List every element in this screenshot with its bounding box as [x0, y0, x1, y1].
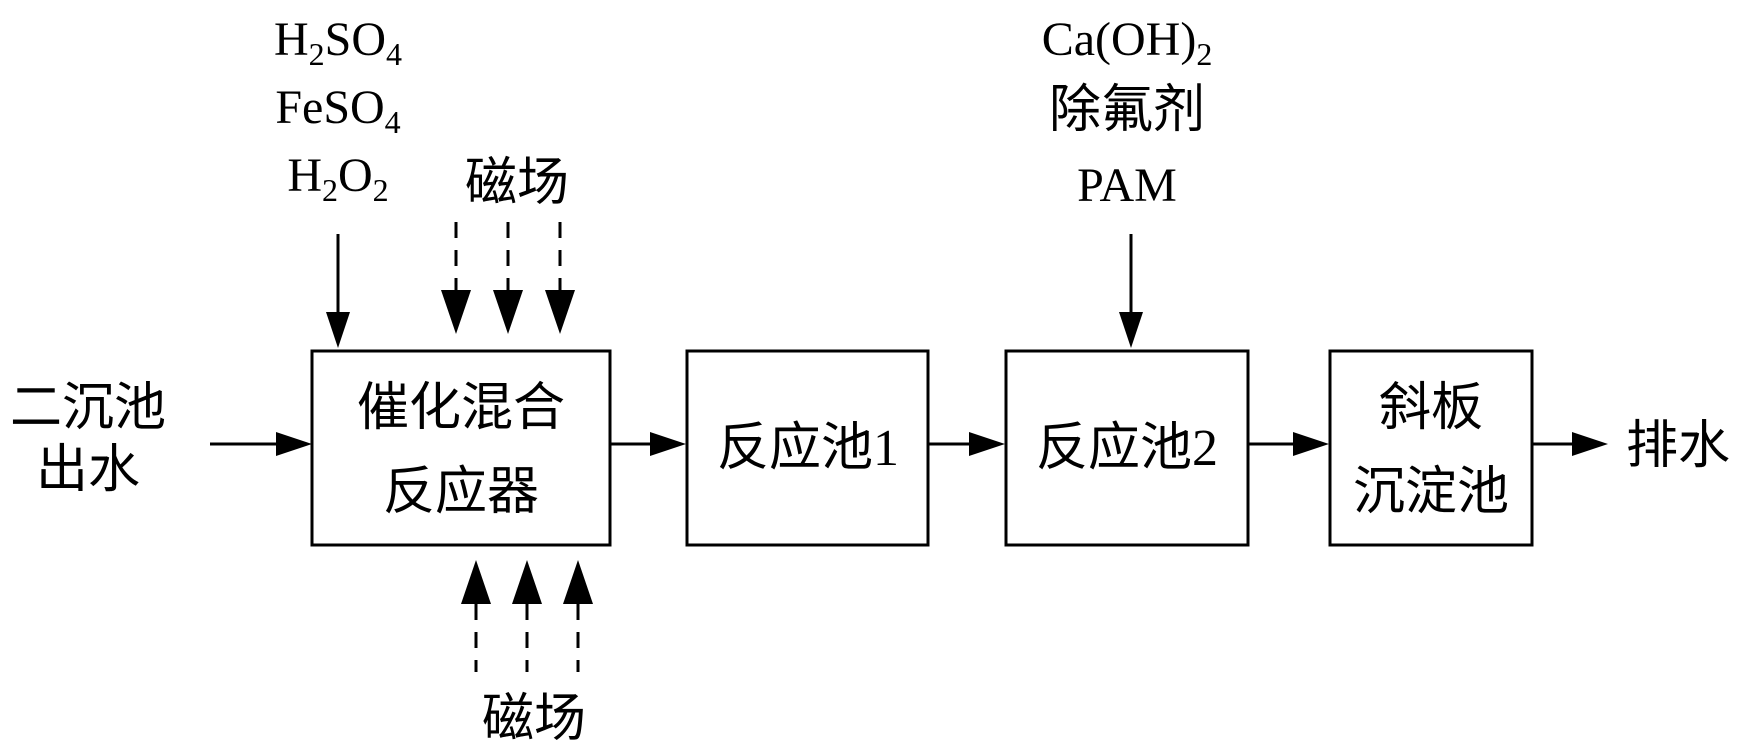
- reagent-arrowhead-2: [1119, 312, 1143, 348]
- input-label-line2: 出水: [36, 442, 140, 499]
- flow-arrowhead-2-3: [969, 432, 1005, 456]
- reaction-tank-1-label: 反应池1: [717, 420, 899, 477]
- reagent-feso4: FeSO4: [275, 81, 400, 140]
- output-label: 排水: [1626, 418, 1730, 475]
- inclined-plate-settling-tank-line2: 沉淀池: [1353, 464, 1509, 521]
- magnetic-arrowhead-bottom-3: [563, 560, 593, 604]
- input-label-line1: 二沉池: [10, 380, 166, 437]
- inclined-plate-settling-tank-line1: 斜板: [1379, 380, 1483, 437]
- magnetic-field-top-label: 磁场: [465, 155, 569, 212]
- magnetic-field-bottom-label: 磁场: [482, 691, 586, 748]
- flow-arrowhead-output: [1572, 432, 1608, 456]
- magnetic-arrowhead-top-1: [441, 290, 471, 334]
- reagent-defluoridation-agent: 除氟剂: [1049, 82, 1205, 139]
- reagent-caoh2: Ca(OH)2: [1042, 13, 1213, 72]
- catalytic-mixing-reactor-line1: 催化混合: [357, 380, 565, 437]
- reagent-pam: PAM: [1077, 159, 1177, 212]
- catalytic-mixing-reactor-line2: 反应器: [383, 464, 539, 521]
- flow-arrowhead-1-2: [650, 432, 686, 456]
- reaction-tank-2-box: [1004, 349, 1250, 547]
- reagent-h2so4: H2SO4: [274, 13, 402, 72]
- magnetic-arrowhead-top-3: [545, 290, 575, 334]
- inclined-plate-settling-tank-box: [1328, 349, 1534, 547]
- flow-arrowhead-3-4: [1293, 432, 1329, 456]
- reagent-h2o2: H2O2: [287, 149, 388, 208]
- reaction-tank-2-label: 反应池2: [1036, 420, 1218, 477]
- magnetic-arrowhead-bottom-2: [512, 560, 542, 604]
- flow-arrowhead-input: [276, 432, 312, 456]
- magnetic-arrowhead-top-2: [493, 290, 523, 334]
- reaction-tank-1-box: [685, 349, 930, 547]
- reagent-arrowhead-1: [326, 312, 350, 348]
- magnetic-arrowhead-bottom-1: [461, 560, 491, 604]
- catalytic-mixing-reactor-box: [310, 349, 612, 547]
